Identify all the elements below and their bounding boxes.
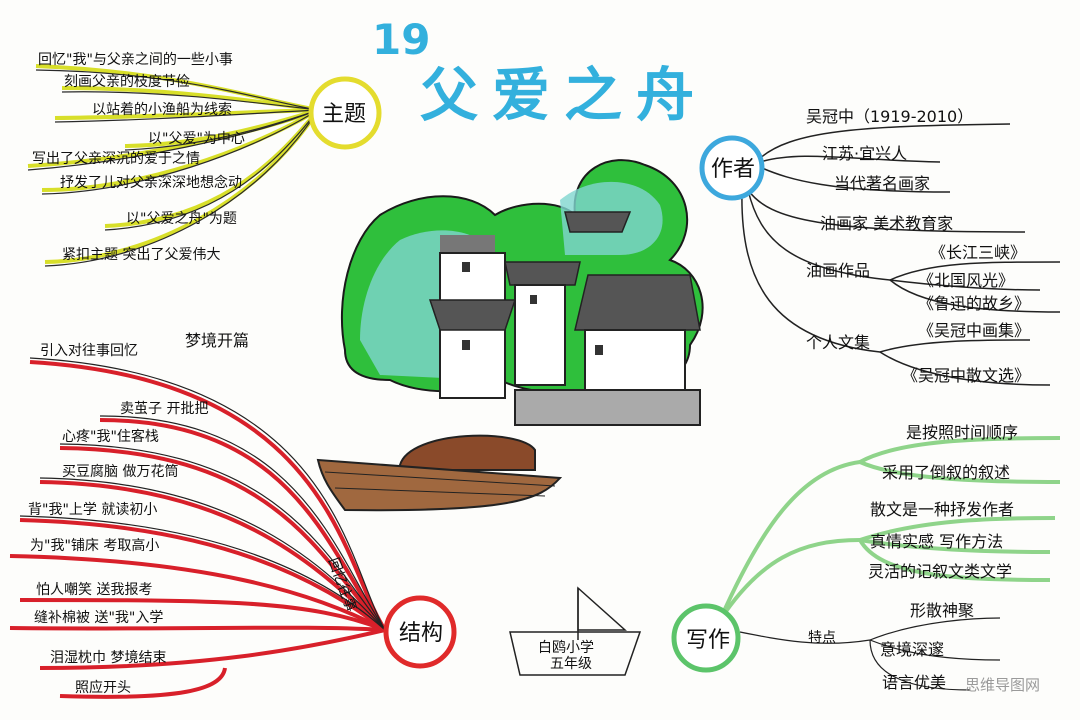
lesson-number: 19 (372, 15, 430, 64)
structure-item: 怕人嘲笑 送我报考 (36, 582, 152, 598)
author-work: 《长江三峡》 (930, 243, 1026, 262)
structure-item: 引入对往事回忆 (40, 343, 138, 359)
author-node-circle[interactable] (699, 135, 765, 201)
author-collection: 《吴冠中画集》 (918, 321, 1030, 340)
sailboat-drawing (509, 586, 642, 676)
author-collection-label: 个人文集 (806, 333, 870, 352)
writing-feature: 语言优美 (882, 673, 946, 692)
structure-branch-ink (19, 357, 386, 631)
author-title: 当代著名画家 (834, 174, 930, 193)
author-birthplace: 江苏·宜兴人 (822, 144, 907, 163)
author-works-label: 油画作品 (806, 261, 870, 280)
theme-items: 回忆"我"与父亲之间的一些小事 刻画父亲的枝度节俭 以站着的小渔船为线索 以"父… (32, 52, 245, 263)
structure-node-circle[interactable] (383, 595, 457, 669)
structure-item: 背"我"上学 就读初小 (28, 501, 157, 518)
structure-item: 卖茧子 开批把 (120, 401, 208, 417)
author-node-label: 作者 (711, 157, 755, 182)
structure-item: 买豆腐脑 做万花筒 (62, 463, 178, 480)
author-name: 吴冠中（1919-2010） (806, 107, 973, 126)
structure-item: 缝补棉被 送"我"入学 (34, 609, 163, 626)
structure-item: 心疼"我"住客栈 (62, 428, 159, 445)
writing-features-label: 特点 (808, 630, 836, 646)
author-work: 《北国风光》 (918, 271, 1014, 290)
structure-items: 引入对往事回忆 梦境开篇 卖茧子 开批把 心疼"我"住客栈 买豆腐脑 做万花筒 … (28, 331, 249, 696)
author-roles: 油画家 美术教育家 (820, 214, 953, 233)
author-work: 《鲁迅的故乡》 (918, 294, 1030, 313)
boat-label-school: 白鸥小学 (538, 639, 594, 656)
author-collection: 《吴冠中散文选》 (902, 366, 1030, 385)
structure-item: 为"我"铺床 考取高小 (30, 537, 159, 554)
writing-item: 散文是一种抒发作者 (870, 500, 1014, 519)
structure-node-label: 结构 (399, 621, 443, 646)
theme-item: 以"父爱之舟"为题 (126, 211, 237, 227)
page-title: 父爱之舟 (420, 61, 708, 129)
writing-node-circle[interactable] (671, 603, 741, 673)
structure-item: 泪湿枕巾 梦境结束 (50, 650, 166, 666)
structure-branch (9, 360, 387, 699)
theme-item: 刻画父亲的枝度节俭 (64, 74, 190, 90)
theme-item: 写出了父亲深沉的爱于之情 (32, 151, 200, 167)
structure-item: 照应开头 (75, 679, 131, 696)
writing-branch (718, 436, 1061, 622)
theme-node-label: 主题 (322, 102, 366, 127)
boat-label-grade: 五年级 (550, 656, 592, 672)
houses-illustration (340, 159, 704, 426)
theme-item: 紧扣主题 突出了父爱伟大 (62, 247, 220, 263)
theme-item: 抒发了儿对父亲深深地想念动 (60, 174, 242, 191)
writing-node-label: 写作 (686, 628, 730, 653)
writing-branch-ink (739, 617, 1001, 691)
author-branch (741, 123, 1061, 386)
theme-branch-ink (27, 69, 319, 267)
theme-item: 以"父爱"为中心 (148, 131, 245, 147)
watermark: 思维导图网 (965, 676, 1040, 694)
writing-item: 采用了倒叙的叙述 (882, 463, 1010, 482)
writing-item: 真情实感 写作方法 (870, 532, 1003, 551)
theme-item: 回忆"我"与父亲之间的一些小事 (38, 52, 233, 68)
theme-node-circle[interactable] (308, 76, 382, 150)
writing-item: 是按照时间顺序 (906, 423, 1018, 442)
structure-item: 梦境开篇 (185, 331, 249, 350)
theme-item: 以站着的小渔船为线索 (92, 101, 232, 118)
writing-item: 灵活的记叙文类文学 (868, 562, 1012, 581)
wooden-boat-illustration (316, 434, 563, 512)
writing-items: 是按照时间顺序 采用了倒叙的叙述 散文是一种抒发作者 真情实感 写作方法 灵活的… (868, 423, 1018, 581)
writing-feature: 形散神聚 (910, 601, 974, 620)
writing-feature: 意境深邃 (880, 640, 944, 659)
